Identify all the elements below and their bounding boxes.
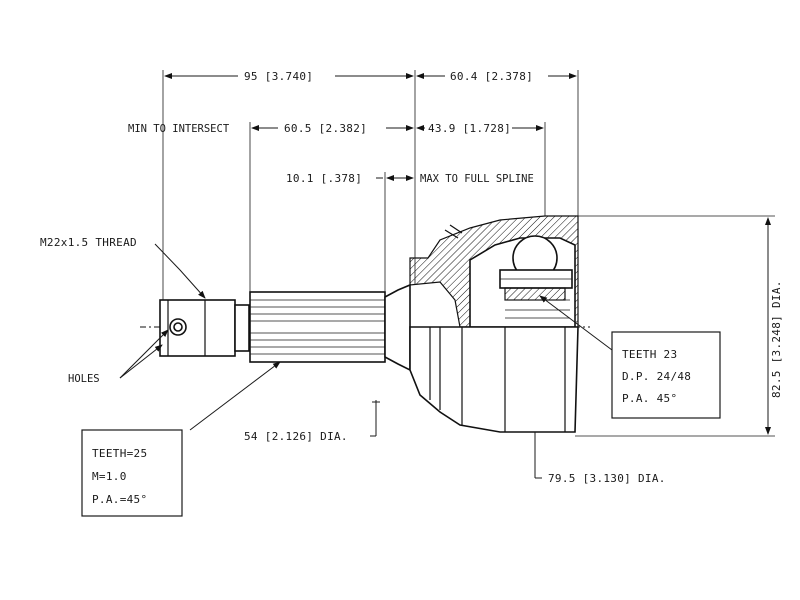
dim-inner-right: 43.9 [1.728] (428, 122, 511, 135)
dim-bell-dia: 79.5 [3.130] DIA. (548, 472, 666, 485)
label-thread: M22x1.5 THREAD (40, 236, 137, 249)
label-holes: HOLES (68, 373, 100, 385)
dimension-lines (119, 70, 775, 479)
dim-overall-left: 95 [3.740] (244, 70, 313, 83)
inner-race (504, 287, 566, 301)
shaft-pressure-angle: P.A.=45° (92, 493, 147, 506)
splined-shaft (249, 291, 386, 363)
dim-shaft-dia: 54 [2.126] DIA. (244, 430, 348, 443)
dim-overall-right: 60.4 [2.378] (450, 70, 533, 83)
hole-inner (173, 322, 183, 332)
shaft-teeth: TEETH=25 (92, 447, 147, 460)
shaft-neck (384, 283, 411, 372)
spec-box-shaft: TEETH=25 M=1.0 P.A.=45° (81, 429, 183, 517)
bore-diametral-pitch: D.P. 24/48 (622, 370, 691, 383)
bore-pressure-angle: P.A. 45° (622, 392, 677, 405)
bell-lower (409, 326, 579, 433)
dim-max-full-spline: MAX TO FULL SPLINE (420, 173, 534, 185)
part-outline (140, 215, 590, 433)
dim-spline-offset: 10.1 [.378] (286, 172, 362, 185)
shaft-splines (250, 299, 385, 355)
bore-teeth: TEETH 23 (622, 348, 677, 361)
shaft-module: M=1.0 (92, 470, 127, 483)
spec-box-bore: TEETH 23 D.P. 24/48 P.A. 45° (611, 331, 721, 419)
dim-outer-dia: 82.5 [3.248] DIA. (770, 280, 783, 398)
dim-min-intersect-label: MIN TO INTERSECT (128, 123, 230, 135)
stub-collar (234, 304, 250, 352)
dim-min-intersect-value: 60.5 [2.382] (284, 122, 367, 135)
